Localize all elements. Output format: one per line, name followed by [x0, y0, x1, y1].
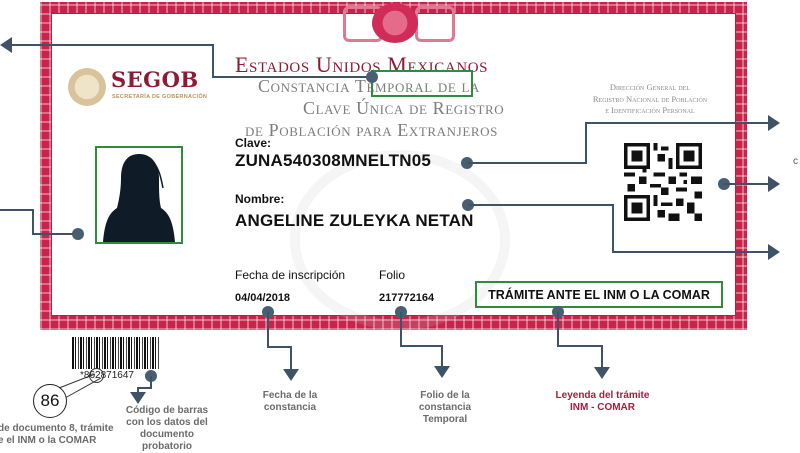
- clave-label: Clave:: [235, 136, 272, 150]
- direction-line1: Dirección General del: [609, 82, 691, 92]
- person-silhouette-icon: [103, 154, 175, 242]
- annotation-partial-text: c: [793, 156, 798, 167]
- annotation-tramite-line1: Leyenda del trámite: [555, 390, 650, 401]
- annotation-dot-temporal: [366, 71, 378, 83]
- annotation-barcode: Código de barras con los datos del docum…: [122, 405, 212, 453]
- national-seal-icon: [372, 3, 418, 43]
- country-title: Estados Unidos Mexicanos: [235, 52, 489, 77]
- annotation-barcode-line2: con los datos del: [126, 417, 208, 428]
- annotation-dot-photo: [72, 228, 84, 240]
- folio-label: Folio: [379, 268, 406, 282]
- annotation-line-temporal-v: [212, 44, 214, 78]
- annotation-fecha-line1: Fecha de la: [262, 390, 318, 401]
- clave-value: ZUNA540308MNELTN05: [235, 151, 432, 170]
- annotation-line-clave-h: [585, 122, 770, 124]
- annotation-line-tramite: [557, 312, 559, 347]
- annotation-barcode-line1: Código de barras: [125, 405, 209, 416]
- annotation-line-nombre: [468, 204, 614, 206]
- annotation-folio: Folio de la constancia Temporal: [405, 390, 485, 426]
- annotation-barcode-line4: probatorio: [142, 441, 192, 452]
- emblem-right-ornament-icon: [415, 6, 455, 42]
- annotation-line-nombre-h: [612, 251, 770, 253]
- document-title-line2: Clave Única de Registro: [303, 98, 505, 118]
- tramite-legend: TRÁMITE ANTE EL INM O LA COMAR: [475, 281, 723, 308]
- annotation-line-temporal: [12, 44, 214, 46]
- annotation-tramite: Leyenda del trámite INM - COMAR: [545, 390, 660, 414]
- arrow-down-icon: [434, 366, 450, 378]
- barcode-number: *862871647: [80, 370, 134, 381]
- barcode-highlight-circle: [89, 368, 104, 383]
- arrow-right-icon: [768, 176, 780, 192]
- qr-code-icon: [624, 143, 702, 221]
- folio-value: 217772164: [379, 292, 435, 304]
- arrow-down-icon: [594, 367, 610, 379]
- direction-line2: Registro Nacional de Población: [592, 93, 708, 104]
- annotation-line-qr: [724, 183, 770, 185]
- arrow-left-icon: [0, 37, 12, 53]
- annotation-line-clave-v: [585, 122, 587, 164]
- annotation-line-tramite-h: [557, 345, 603, 347]
- annotation-fecha: Fecha de la constancia: [250, 390, 330, 414]
- annotation-line-clave: [467, 162, 587, 164]
- barcode-prefix-zoom: 86: [33, 384, 67, 418]
- annotation-prefix-line2: e el INM o la COMAR: [0, 435, 97, 446]
- agency-name: SEGOB: [111, 67, 199, 92]
- annotation-barcode-prefix: de documento 8, trámite e el INM o la CO…: [0, 423, 118, 447]
- annotation-line-fecha-v2: [290, 346, 292, 370]
- title-word-dela: de la: [437, 76, 481, 96]
- annotation-prefix-line1: de documento 8, trámite: [0, 423, 114, 434]
- direction-text: Dirección General del Registro Nacional …: [570, 82, 730, 117]
- document-title-line3: de Población para Extranjeros: [245, 120, 498, 140]
- annotation-folio-line2: constancia: [418, 402, 472, 413]
- nombre-value: ANGELINE ZULEYKA NETAN: [235, 211, 474, 230]
- title-word-constancia: Constancia: [258, 76, 351, 96]
- arrow-right-icon: [768, 244, 780, 260]
- fecha-value: 04/04/2018: [235, 292, 291, 304]
- fecha-label: Fecha de inscripción: [235, 268, 346, 282]
- annotation-line-folio: [400, 312, 402, 347]
- nombre-label: Nombre:: [235, 192, 285, 206]
- arrow-down-icon: [130, 392, 146, 404]
- annotation-line-barcode-h: [137, 387, 152, 389]
- annotation-line-folio-h: [400, 345, 443, 347]
- annotation-folio-line3: Temporal: [422, 414, 468, 425]
- annotation-line-barcode-v2: [137, 387, 139, 393]
- annotation-line-barcode: [150, 376, 152, 388]
- barcode-icon: [72, 337, 160, 369]
- annotation-line-temporal-h: [212, 76, 372, 78]
- arrow-right-icon: [768, 115, 780, 131]
- annotation-line-nombre-v: [612, 204, 614, 252]
- arrow-down-icon: [283, 369, 299, 381]
- annotation-tramite-line2: INM - COMAR: [570, 402, 635, 413]
- annotation-line-tramite-v2: [601, 345, 603, 369]
- annotation-line-fecha: [267, 312, 269, 347]
- temporal-highlight-box: [371, 70, 473, 97]
- photo-frame: [95, 146, 183, 244]
- annotation-barcode-line3: documento: [140, 429, 194, 440]
- segob-seal-icon: [68, 68, 106, 106]
- direction-line3: e Identificación Personal: [605, 105, 695, 115]
- annotation-line-fecha-h: [267, 346, 292, 348]
- annotation-line-photo-h: [32, 233, 76, 235]
- annotation-line-photo-v: [32, 209, 34, 234]
- annotation-fecha-line2: constancia: [263, 402, 317, 413]
- annotation-line-photo: [0, 209, 34, 211]
- annotation-line-folio-v2: [441, 345, 443, 369]
- agency-subtitle: SECRETARÍA DE GOBERNACIÓN: [112, 94, 208, 100]
- annotation-folio-line1: Folio de la: [420, 390, 470, 401]
